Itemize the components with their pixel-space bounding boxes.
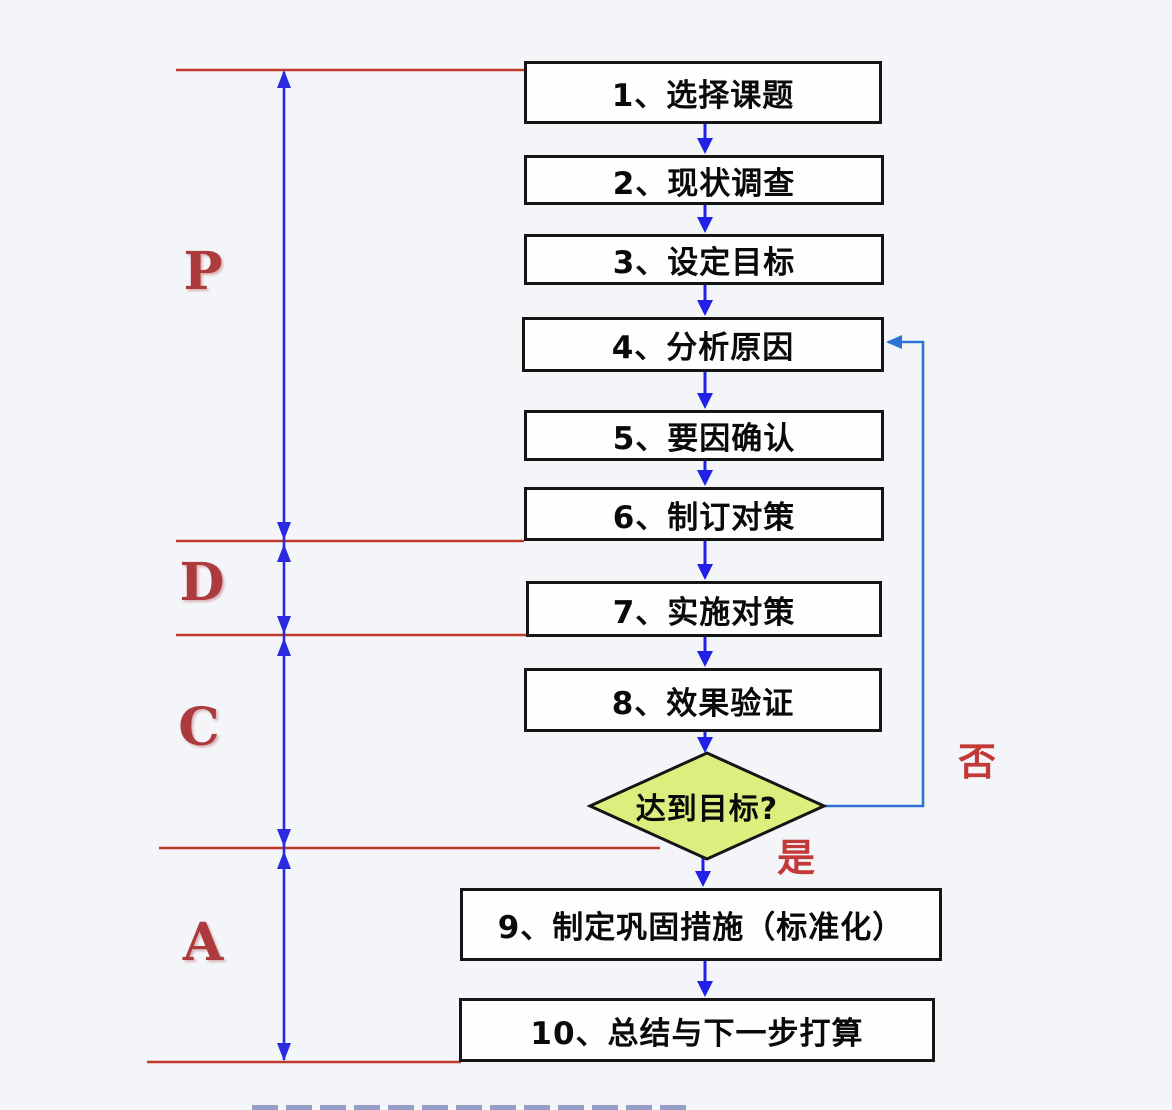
arrowhead-up-icon <box>277 544 291 562</box>
arrowhead-up-icon <box>277 851 291 869</box>
step-label-1: 1、选择课题 <box>611 78 795 114</box>
decision-diamond <box>586 751 828 861</box>
step-label-3: 3、设定目标 <box>612 245 796 281</box>
phase-label-d: D <box>179 552 225 613</box>
phase-label-p: P <box>183 241 223 302</box>
arrow-step9-step10 <box>697 961 713 997</box>
cutoff-text-fragments <box>252 1105 686 1110</box>
branch-label-yes: 是 <box>776 836 815 880</box>
phase-label-c: C <box>178 697 220 758</box>
phase-dimension-line <box>277 70 291 1061</box>
arrow-step6-step7 <box>697 541 713 580</box>
step-box-9: 9、制定巩固措施（标准化） <box>460 888 942 961</box>
step-label-2: 2、现状调查 <box>612 165 796 202</box>
arrowhead-up-icon <box>277 70 291 88</box>
arrowhead-down-icon <box>277 1043 291 1061</box>
step-label-7: 7、实施对策 <box>612 594 796 631</box>
arrow-step5-step6 <box>697 461 713 486</box>
step-box-5: 5、要因确认 <box>524 410 884 461</box>
decision-label: 达到目标? <box>591 754 823 858</box>
step-label-9: 9、制定巩固措施（标准化） <box>497 910 905 946</box>
arrow-step4-step5 <box>697 372 713 409</box>
feedback-line <box>825 340 925 808</box>
flow-arrows <box>695 124 713 997</box>
arrowhead-left-icon <box>886 335 902 349</box>
branch-label-no: 否 <box>957 740 996 784</box>
step-label-8: 8、效果验证 <box>611 685 795 722</box>
phase-label-a: A <box>182 912 224 973</box>
arrowhead-down-icon <box>277 522 291 540</box>
step-label-5: 5、要因确认 <box>612 421 796 457</box>
step-label-6: 6、制订对策 <box>612 499 796 536</box>
step-box-2: 2、现状调查 <box>524 155 884 205</box>
step-box-4: 4、分析原因 <box>522 317 884 372</box>
step-box-8: 8、效果验证 <box>524 668 882 732</box>
arrow-step8-decision <box>697 732 713 753</box>
dimension-arrowheads <box>277 70 291 1061</box>
step-label-10: 10、总结与下一步打算 <box>530 1015 864 1052</box>
phase-boundary-lines <box>147 68 660 1064</box>
arrow-step1-step2 <box>697 124 713 154</box>
arrow-decision-step9 <box>695 858 711 887</box>
decision-question-text: 达到目标? <box>635 792 779 827</box>
arrowhead-down-icon <box>277 616 291 634</box>
step-label-4: 4、分析原因 <box>611 330 795 366</box>
step-box-3: 3、设定目标 <box>524 234 884 285</box>
arrow-step2-step3 <box>697 205 713 233</box>
arrow-step7-step8 <box>697 637 713 667</box>
feedback-loop <box>825 335 925 808</box>
step-box-6: 6、制订对策 <box>524 487 884 541</box>
step-box-10: 10、总结与下一步打算 <box>459 998 935 1062</box>
arrowhead-up-icon <box>277 638 291 656</box>
step-box-7: 7、实施对策 <box>526 581 882 637</box>
arrow-step3-step4 <box>697 285 713 316</box>
step-box-1: 1、选择课题 <box>524 61 882 124</box>
arrowhead-down-icon <box>277 829 291 847</box>
